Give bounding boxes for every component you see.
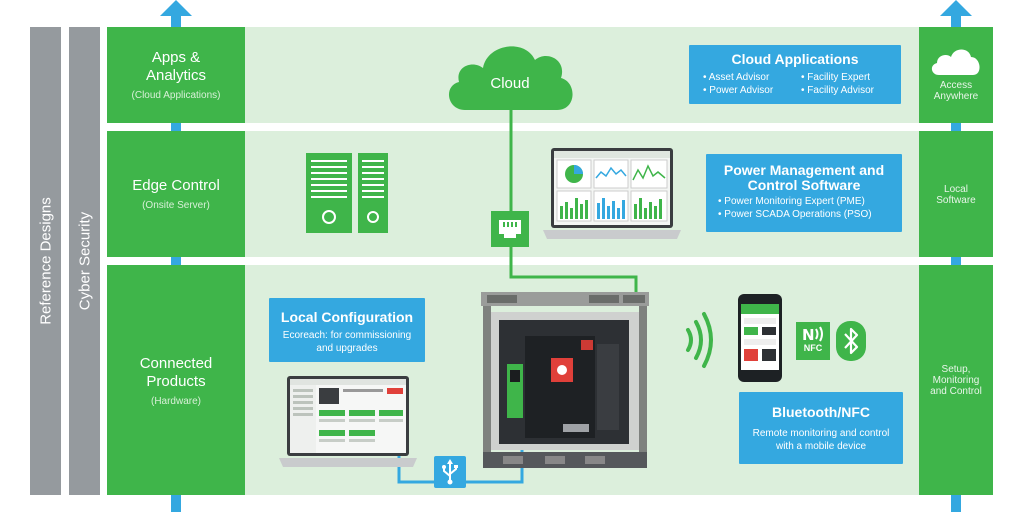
access-anywhere-line: Anywhere bbox=[933, 91, 979, 102]
cloud-label: Cloud bbox=[490, 75, 530, 92]
setup-line: and Control bbox=[930, 386, 982, 397]
bluetooth-nfc-box: Bluetooth/NFC Remote monitoring and cont… bbox=[739, 392, 903, 464]
bluetooth-nfc-desc: with a mobile device bbox=[775, 441, 867, 452]
cloud-icon bbox=[931, 49, 980, 75]
setup-monitoring-column: Setup, Monitoring and Control bbox=[919, 265, 993, 495]
layer-title-line: Analytics bbox=[145, 67, 207, 84]
ethernet-port-icon bbox=[491, 211, 529, 247]
layer-title-line: Edge Control bbox=[132, 177, 220, 194]
layer-subtitle: (Hardware) bbox=[150, 396, 201, 407]
svg-text:N: N bbox=[802, 326, 815, 343]
left-arrow-stem bbox=[171, 14, 181, 512]
local-configuration-title: Local Configuration bbox=[280, 309, 414, 325]
right-arrow-stem bbox=[951, 14, 961, 512]
circuit-breaker-icon bbox=[481, 292, 649, 468]
local-configuration-desc: Ecoreach: for commissioning bbox=[282, 330, 412, 341]
local-software-column: Local Software bbox=[919, 131, 993, 257]
layer-title-line: Products bbox=[146, 373, 206, 390]
access-anywhere-line: Access bbox=[939, 80, 973, 91]
nfc-label: NFC bbox=[803, 343, 823, 353]
laptop-ecoreach-icon bbox=[279, 376, 417, 467]
layer-apps-analytics: Apps & Analytics (Cloud Applications) bbox=[107, 27, 245, 123]
cloud-shape-icon bbox=[448, 46, 573, 110]
bluetooth-icon bbox=[836, 321, 866, 361]
local-configuration-desc: and upgrades bbox=[316, 343, 378, 354]
smartphone-icon bbox=[738, 294, 782, 382]
bluetooth-nfc-title: Bluetooth/NFC bbox=[772, 404, 870, 420]
left-up-arrow-icon bbox=[160, 0, 192, 16]
power-management-title-line: Power Management and bbox=[723, 162, 885, 178]
right-up-arrow-icon bbox=[940, 0, 972, 16]
server-icon bbox=[306, 153, 388, 233]
wireless-signal-icon bbox=[686, 312, 713, 368]
local-software-line: Software bbox=[936, 195, 976, 206]
layer-title-line: Apps & bbox=[151, 49, 201, 66]
setup-line: Monitoring bbox=[932, 375, 980, 386]
setup-line: Setup, bbox=[941, 364, 971, 375]
bluetooth-nfc-desc: Remote monitoring and control bbox=[752, 428, 890, 439]
layer-edge-control: Edge Control (Onsite Server) bbox=[107, 131, 245, 257]
layer-subtitle: (Onsite Server) bbox=[142, 200, 210, 211]
layer-connected-products: Connected Products (Hardware) bbox=[107, 265, 245, 495]
layer-subtitle: (Cloud Applications) bbox=[131, 90, 221, 101]
usb-icon bbox=[434, 456, 466, 488]
cloud-applications-box: Cloud Applications • Asset Advisor • Fac… bbox=[689, 45, 901, 104]
local-configuration-box: Local Configuration Ecoreach: for commis… bbox=[269, 298, 425, 362]
reference-designs-bar: Reference Designs bbox=[30, 27, 61, 495]
nfc-icon: N NFC bbox=[796, 322, 830, 360]
cloud-app-item: • Power Advisor bbox=[703, 85, 774, 96]
cyber-security-bar: Cyber Security bbox=[69, 27, 100, 495]
pms-item: • Power Monitoring Expert (PME) bbox=[718, 196, 865, 207]
access-anywhere-column: Access Anywhere bbox=[919, 27, 993, 123]
pms-item: • Power SCADA Operations (PSO) bbox=[718, 209, 872, 220]
local-software-line: Local bbox=[944, 184, 968, 195]
power-management-title-line: Control Software bbox=[747, 177, 861, 193]
power-management-box: Power Management and Control Software • … bbox=[706, 154, 902, 232]
laptop-dashboard-icon bbox=[543, 148, 681, 239]
cloud-applications-title: Cloud Applications bbox=[731, 51, 859, 67]
cloud-app-item: • Asset Advisor bbox=[703, 72, 770, 83]
layer-title-line: Connected bbox=[139, 355, 213, 372]
cloud-app-item: • Facility Expert bbox=[801, 72, 871, 83]
cloud-app-item: • Facility Advisor bbox=[801, 85, 874, 96]
